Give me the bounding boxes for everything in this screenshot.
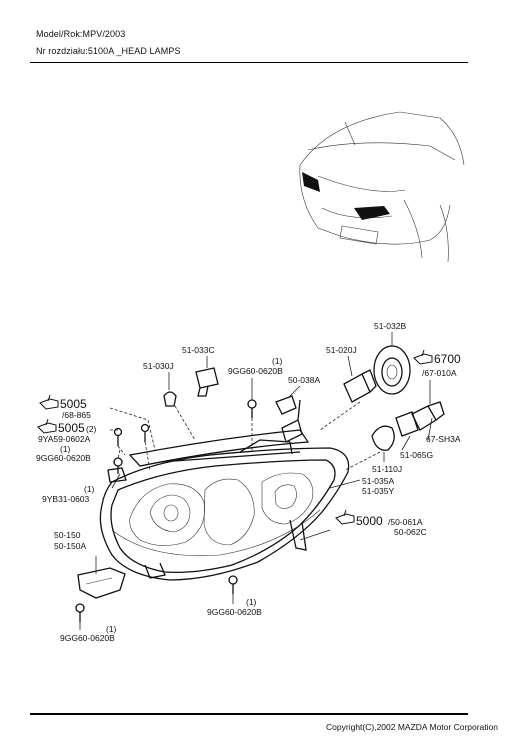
callout-qty: (1): [246, 597, 257, 607]
header-rule: [30, 62, 468, 63]
callout-9YA59-0602A: 9YA59-0602A: [38, 434, 91, 444]
screw-bottom: [228, 575, 238, 594]
callout-50-061A: /50-061A: [388, 517, 423, 527]
callout-51-032B: 51-032B: [374, 321, 406, 331]
copyright-text: Copyright(C),2002 MAZDA Motor Corporatio…: [326, 722, 498, 732]
left-headlamp-mark: [302, 172, 320, 192]
headlamp-housing: [99, 399, 350, 581]
pointing-hand-icon: [37, 418, 57, 434]
callout-qty: (2): [86, 424, 97, 434]
callout-51-035Y: 51-035Y: [362, 486, 394, 496]
screw-left: [107, 423, 150, 483]
callout-67-010A: /67-010A: [422, 368, 457, 378]
leader-lines: [79, 332, 433, 630]
cap-51-032B: [373, 345, 411, 395]
callout-qty: (1): [106, 624, 117, 634]
pointing-hand-icon: [39, 394, 59, 410]
callout-51-030J: 51-030J: [143, 361, 174, 371]
callout-9GG60-0620B-top: 9GG60-0620B: [228, 366, 283, 376]
screw-top: [247, 399, 257, 418]
callout-qty: (1): [84, 484, 95, 494]
callout-5005-b: 5005: [58, 421, 85, 435]
headlamp-bulb-51-020J: [343, 369, 377, 403]
callout-9GG60-0620B-left: 9GG60-0620B: [36, 453, 91, 463]
callout-6700: 6700: [434, 352, 461, 366]
section-label: Nr rozdziału:5100A _HEAD LAMPS: [36, 46, 181, 56]
callout-5005-a: 5005: [60, 397, 87, 411]
pointing-hand-icon: [335, 509, 355, 525]
footer-rule: [30, 713, 468, 715]
callout-51-065G: 51-065G: [400, 450, 433, 460]
callout-5000: 5000: [356, 514, 383, 528]
callout-50-150: 50-150: [54, 530, 81, 540]
callout-50-150A: 50-150A: [54, 541, 86, 551]
callout-9GG60-0620B-bottom: 9GG60-0620B: [207, 607, 262, 617]
pointing-hand-icon: [413, 349, 433, 365]
right-headlamp-mark: [354, 206, 390, 220]
model-year-label: Model/Rok:MPV/2003: [36, 29, 126, 39]
clip-50-038A: [275, 395, 297, 415]
callout-51-033C: 51-033C: [182, 345, 215, 355]
bulb-51-110J: [371, 425, 395, 451]
callout-9GG60-0620B-bottom-left: 9GG60-0620B: [60, 633, 115, 643]
socket-51-065G: [395, 411, 419, 437]
screw-bottom-left: [75, 603, 85, 622]
lower-bracket: [77, 567, 126, 599]
side-marker-bulb: [163, 391, 177, 407]
callout-qty: (1): [272, 356, 283, 366]
socket-67-SH3A: [411, 401, 445, 431]
callout-qty: (1): [60, 444, 71, 454]
socket-51-033C: [195, 367, 219, 397]
callout-50-062C: 50-062C: [394, 527, 427, 537]
callout-67-SH3A: 67-SH3A: [426, 434, 461, 444]
callout-51-035A: 51-035A: [362, 476, 394, 486]
callout-51-020J: 51-020J: [326, 345, 357, 355]
callout-9YB31-0603: 9YB31-0603: [42, 494, 90, 504]
callout-68-865: /68-865: [62, 410, 91, 420]
car-front-thumbnail: [299, 111, 465, 263]
callout-50-038A: 50-038A: [288, 375, 320, 385]
callout-51-110J: 51-110J: [372, 464, 402, 474]
